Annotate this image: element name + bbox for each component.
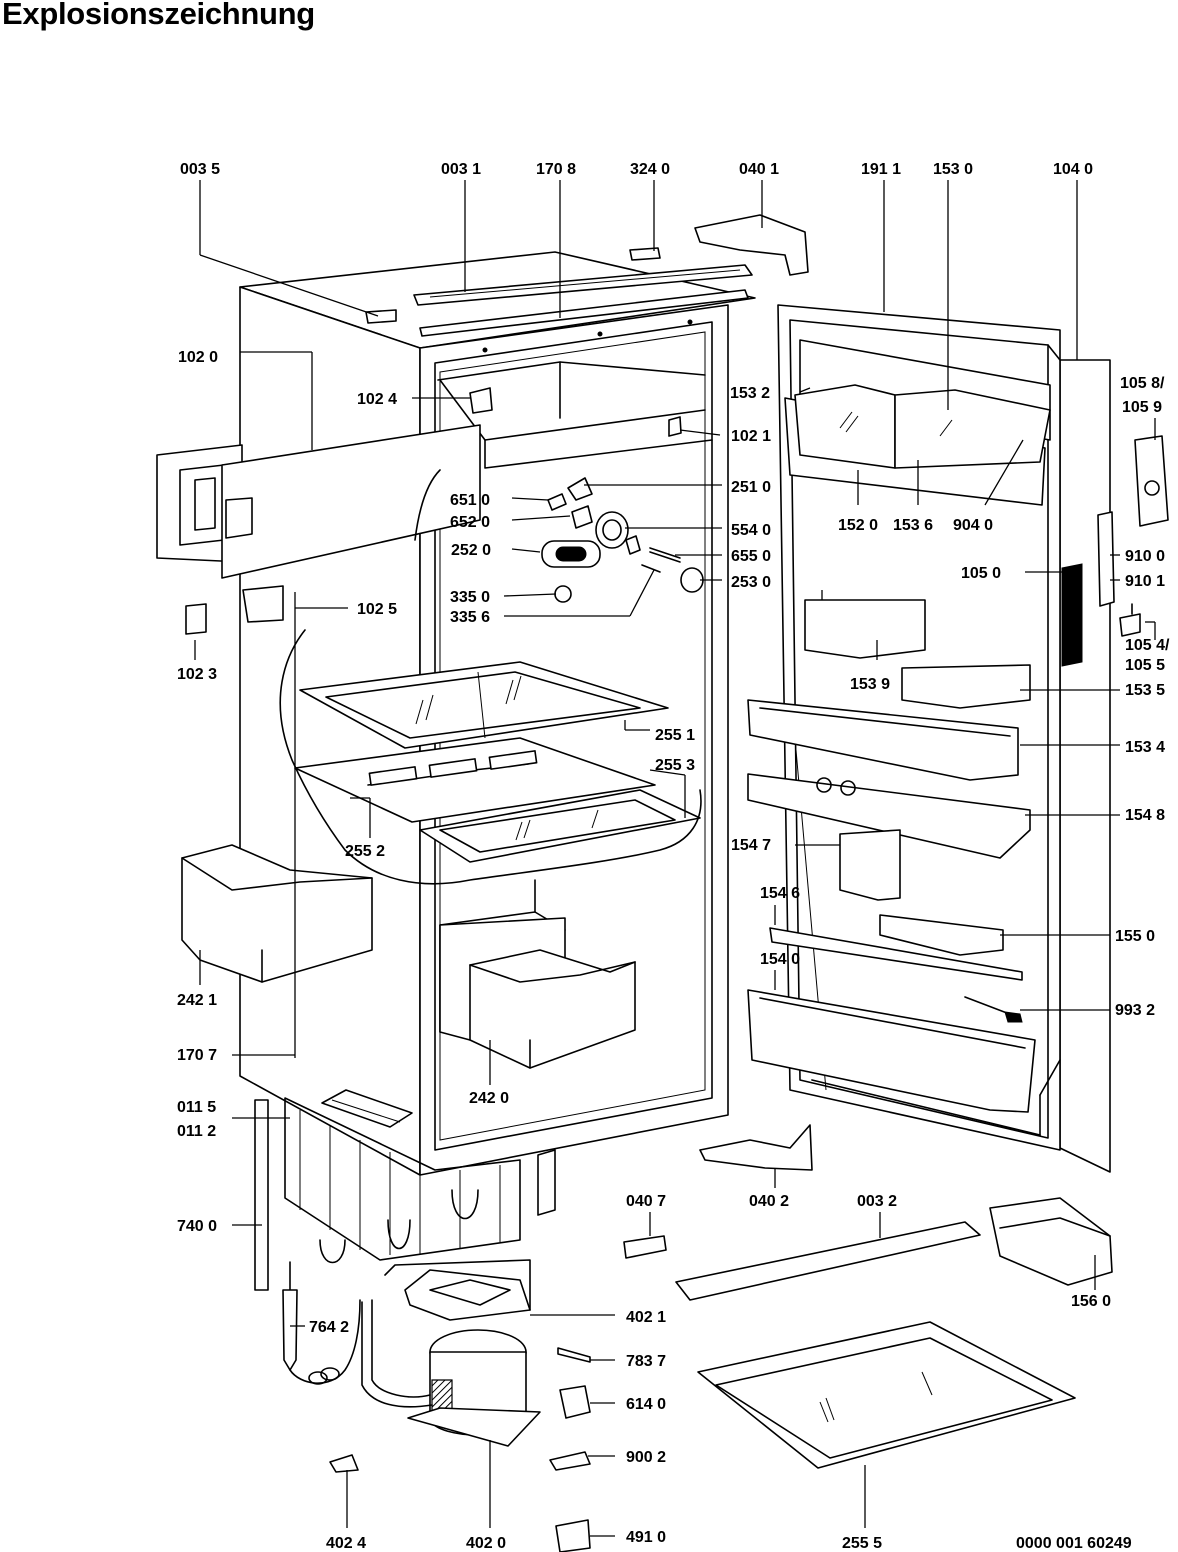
part-label: 651 0 <box>450 492 490 509</box>
part-label: 652 0 <box>450 514 490 531</box>
part-labels: 003 5 003 1 170 8 324 0 040 1 191 1 153 … <box>177 161 1170 1552</box>
part-label: 153 9 <box>850 676 890 693</box>
part-label: 154 7 <box>731 837 771 854</box>
part-label: 011 5 <box>177 1099 216 1116</box>
part-label: 335 6 <box>450 609 490 626</box>
part-label: 155 0 <box>1115 928 1155 945</box>
crisper-drawers <box>181 844 636 1069</box>
part-label: 910 0 <box>1125 548 1165 565</box>
part-label: 154 6 <box>760 885 800 902</box>
top-trims <box>365 247 753 337</box>
part-label: 152 0 <box>838 517 878 534</box>
part-label: 910 1 <box>1125 573 1165 590</box>
part-label: 154 0 <box>760 951 800 968</box>
part-label: 554 0 <box>731 522 771 539</box>
leader-lines <box>194 180 1156 1537</box>
part-label: 740 0 <box>177 1218 217 1235</box>
part-label: 154 8 <box>1125 807 1165 824</box>
part-label: 153 6 <box>893 517 933 534</box>
part-label: 105 5 <box>1125 657 1165 674</box>
door-bins <box>747 599 1036 1113</box>
part-label: 242 0 <box>469 1090 509 1107</box>
part-label: 102 0 <box>178 349 218 366</box>
part-label: 655 0 <box>731 548 771 565</box>
condenser <box>254 1097 556 1291</box>
small-parts <box>185 214 813 1552</box>
part-label: 335 0 <box>450 589 490 606</box>
part-label: 904 0 <box>953 517 993 534</box>
part-label: 102 4 <box>357 391 397 408</box>
sensor-tube <box>282 1261 361 1385</box>
part-label: 102 3 <box>177 666 217 683</box>
part-label: 011 2 <box>177 1123 216 1140</box>
part-label: 102 1 <box>731 428 771 445</box>
door-hinge-parts <box>1097 435 1169 637</box>
part-label: 783 7 <box>626 1353 666 1370</box>
part-label: 402 1 <box>626 1309 666 1326</box>
part-label: 003 1 <box>441 161 481 178</box>
glass-shelves <box>294 661 701 863</box>
part-label: 255 1 <box>655 727 695 744</box>
part-label: 040 7 <box>626 1193 666 1210</box>
part-label: 764 2 <box>309 1319 349 1336</box>
part-label: 003 5 <box>180 161 220 178</box>
document-number: 0000 001 60249 <box>1016 1535 1132 1552</box>
part-label: 402 0 <box>466 1535 506 1552</box>
part-label: 255 2 <box>345 843 385 860</box>
part-label: 040 2 <box>749 1193 789 1210</box>
part-label: 253 0 <box>731 574 771 591</box>
page-title: Explosionszeichnung <box>2 0 315 31</box>
part-label: 153 4 <box>1125 739 1165 756</box>
lamp-cover-panel <box>156 424 481 579</box>
part-label: 003 2 <box>857 1193 897 1210</box>
part-label: 255 5 <box>842 1535 882 1552</box>
bottom-parts <box>675 1197 1113 1469</box>
part-label: 324 0 <box>630 161 670 178</box>
part-label: 104 0 <box>1053 161 1093 178</box>
part-label: 153 2 <box>730 385 770 402</box>
part-label: 105 9 <box>1122 399 1162 416</box>
part-label: 170 7 <box>177 1047 217 1064</box>
part-label: 040 1 <box>739 161 779 178</box>
part-label: 255 3 <box>655 757 695 774</box>
part-label: 242 1 <box>177 992 217 1009</box>
part-label: 491 0 <box>626 1529 666 1546</box>
compressor <box>361 1259 541 1447</box>
part-label: 153 0 <box>933 161 973 178</box>
part-label: 156 0 <box>1071 1293 1111 1310</box>
part-label: 105 4/ <box>1125 637 1170 654</box>
part-label: 170 8 <box>536 161 576 178</box>
part-label: 900 2 <box>626 1449 666 1466</box>
cutaway-outline <box>279 629 702 885</box>
part-label: 614 0 <box>626 1396 666 1413</box>
door-flap <box>784 339 1051 506</box>
part-label: 105 8/ <box>1120 375 1165 392</box>
part-label: 153 5 <box>1125 682 1165 699</box>
part-label: 105 0 <box>961 565 1001 582</box>
part-label: 191 1 <box>861 161 901 178</box>
part-label: 102 5 <box>357 601 397 618</box>
part-label: 251 0 <box>731 479 771 496</box>
part-label: 402 4 <box>326 1535 366 1552</box>
part-label: 993 2 <box>1115 1002 1155 1019</box>
part-label: 252 0 <box>451 542 491 559</box>
